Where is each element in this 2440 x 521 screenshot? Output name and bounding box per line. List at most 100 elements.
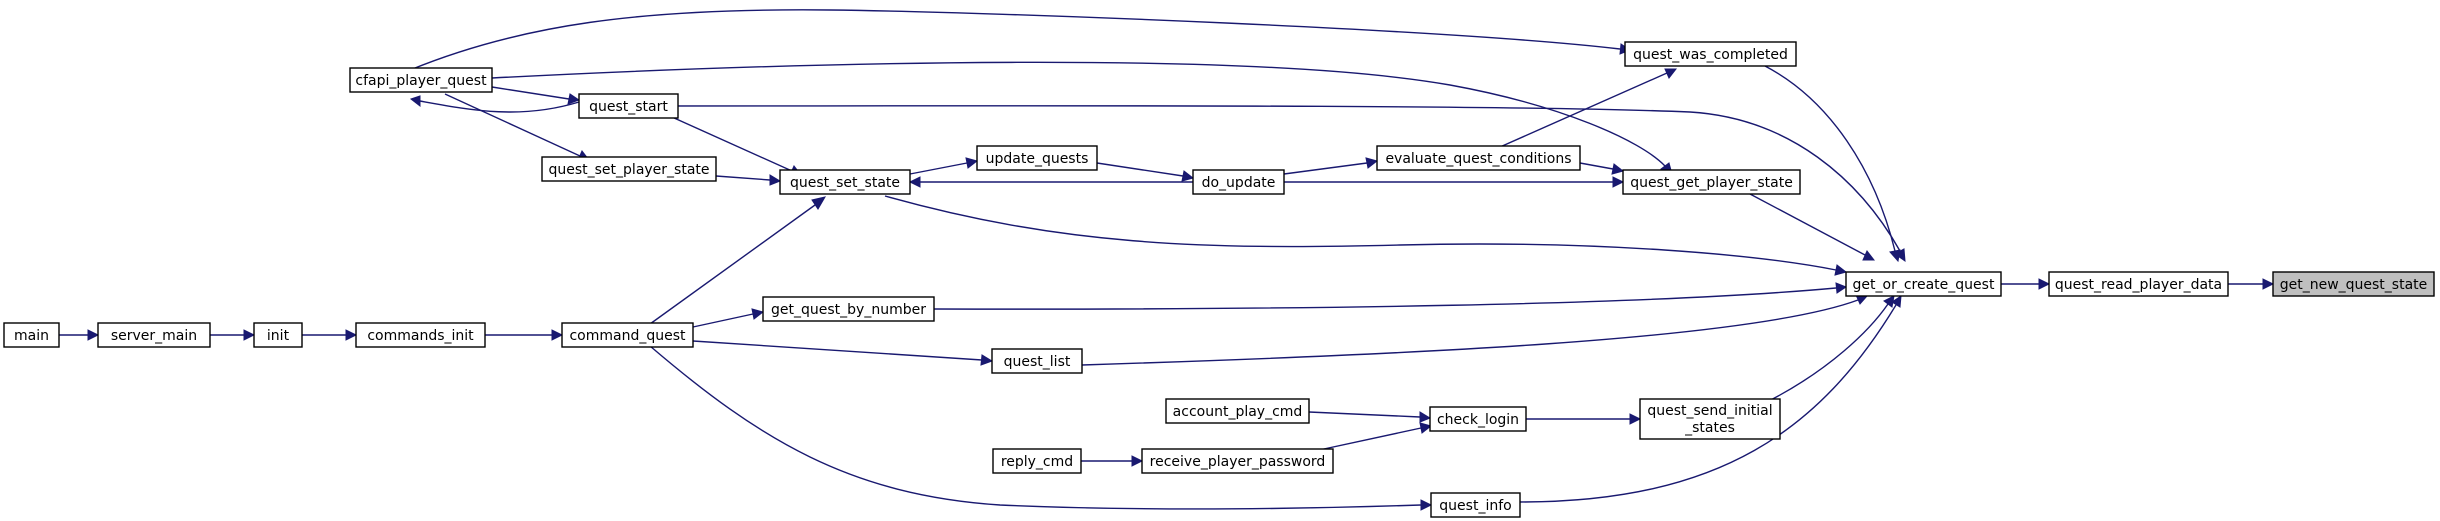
edge-cfapi-quest-get-player-state [491,61,1666,167]
edge-command-quest-get-quest-by-number [692,313,754,328]
node-label: main [14,328,49,344]
edge-cfapi-quest-start-arrow [567,93,581,105]
node-do-update[interactable]: do_update [1192,169,1285,195]
node-label: quest_read_player_data [2055,277,2222,293]
edge-quest-read-player-data-get-new-quest-state-arrow [2262,278,2275,290]
node-label: update_quests [986,151,1089,167]
edge-check-login-quest-send-initial-states-arrow [1629,413,1642,425]
edge-evaluate-quest-get-player-state [1579,162,1614,170]
node-check-login[interactable]: check_login [1429,406,1527,432]
node-get-new-quest-state[interactable]: get_new_quest_state [2272,271,2435,297]
node-label: get_or_create_quest [1853,277,1995,293]
node-commands-init[interactable]: commands_init [355,322,486,348]
node-label: quest_get_player_state [1630,175,1793,191]
node-receive-player-password[interactable]: receive_player_password [1141,448,1334,474]
node-quest-info[interactable]: quest_info [1430,492,1521,518]
edge-command-quest-quest-info [649,345,1422,510]
edge-quest-get-player-state-get-or-create-arrow [1862,250,1876,261]
edge-main-server-main-arrow [87,329,100,341]
node-get-or-create-quest[interactable]: get_or_create_quest [1845,271,2002,297]
node-quest-read-player-data[interactable]: quest_read_player_data [2048,271,2229,297]
node-label: quest_was_completed [1633,47,1788,63]
edge-evaluate-quest-was-completed [1499,72,1668,148]
node-cfapi-player-quest[interactable]: cfapi_player_quest [349,67,493,93]
node-quest-get-player-state[interactable]: quest_get_player_state [1622,169,1801,195]
edge-server-main-init-arrow [243,329,256,341]
edge-quest-list-get-or-create [1081,299,1859,366]
edge-quest-get-player-state-get-or-create [1749,193,1866,256]
node-label: commands_init [367,328,474,344]
node-label: quest_list [1004,354,1071,370]
node-update-quests[interactable]: update_quests [976,145,1098,171]
node-label: quest_info [1439,498,1511,514]
edge-quest-start-cfapi-arrow [409,95,421,108]
edge-quest-set-state-update-quests-arrow [965,157,979,169]
edge-quest-info-get-or-create [1519,304,1897,503]
edge-quest-start-get-or-create [633,105,1901,252]
edge-reply-cmd-receive-player-password-arrow [1131,455,1144,467]
node-label-line2: _states [1684,420,1735,436]
node-label: reply_cmd [1001,454,1073,470]
edge-command-quest-quest-list [692,340,983,361]
node-label: evaluate_quest_conditions [1385,151,1571,167]
edge-account-play-cmd-check-login-arrow [1419,411,1432,423]
node-label: cfapi_player_quest [355,73,487,89]
node-label: check_login [1437,412,1519,428]
edge-command-quest-get-quest-by-number-arrow [751,308,765,320]
edge-quest-set-player-state-quest-set-state [715,175,771,181]
node-main[interactable]: main [3,322,60,348]
node-evaluate-quest-conditions[interactable]: evaluate_quest_conditions [1376,145,1581,171]
edge-get-or-create-quest-read-player-data-arrow [2038,278,2051,290]
node-quest-send-initial-states[interactable]: quest_send_initial _states [1639,398,1781,440]
node-label: account_play_cmd [1173,404,1303,420]
edge-cfapi-quest-was-completed [409,9,1621,71]
edge-init-commands-init-arrow [345,329,358,341]
node-quest-set-player-state[interactable]: quest_set_player_state [541,156,717,182]
edge-quest-start-quest-set-state [662,112,793,172]
edge-quest-send-initial-states-get-or-create [1764,303,1889,404]
edge-get-quest-by-number-get-or-create-arrow [1835,282,1848,294]
edge-do-update-quest-get-player-state-arrow [1612,176,1625,188]
edges [59,9,2275,511]
edge-cfapi-quest-start [491,86,570,100]
edge-quest-set-state-get-or-create [884,195,1837,271]
edge-do-update-evaluate [1283,162,1368,175]
edge-commands-init-command-quest-arrow [551,329,564,341]
edge-quest-was-completed-get-or-create [1764,65,1896,252]
edge-receive-player-password-check-login [1309,427,1422,453]
edge-update-quests-do-update [1096,162,1184,177]
edge-command-quest-quest-list-arrow [980,354,994,366]
node-reply-cmd[interactable]: reply_cmd [992,448,1082,474]
node-init[interactable]: init [253,322,303,348]
node-get-quest-by-number[interactable]: get_quest_by_number [762,296,935,322]
edge-evaluate-quest-get-player-state-arrow [1611,163,1625,175]
edge-quest-set-state-update-quests [909,162,968,175]
node-server-main[interactable]: server_main [97,322,211,348]
node-quest-set-state[interactable]: quest_set_state [779,169,911,195]
node-label: init [267,328,290,344]
edge-account-play-cmd-check-login [1308,411,1421,418]
node-label: command_quest [569,328,686,344]
node-account-play-cmd[interactable]: account_play_cmd [1165,398,1310,424]
edge-quest-set-state-get-or-create-arrow [1834,264,1848,276]
node-label: server_main [111,328,197,344]
edge-evaluate-quest-was-completed-arrow [1664,68,1678,79]
edge-quest-was-completed-get-or-create-arrow [1889,249,1901,263]
edge-get-quest-by-number-get-or-create [933,287,1837,310]
edge-quest-start-cfapi [419,100,580,113]
node-label-line1: quest_send_initial [1647,403,1772,419]
node-command-quest[interactable]: command_quest [561,322,694,348]
edge-update-quests-do-update-arrow [1181,170,1195,182]
edge-quest-info-get-or-create-arrow [1891,295,1902,308]
node-quest-list[interactable]: quest_list [991,348,1083,374]
node-label: get_new_quest_state [2280,277,2428,293]
edge-do-update-quest-set-state-arrow [908,176,921,188]
edge-cfapi-quest-set-player-state [444,93,581,157]
node-quest-start[interactable]: quest_start [578,93,679,119]
node-quest-was-completed[interactable]: quest_was_completed [1624,41,1797,67]
edge-command-quest-quest-info-arrow [1420,499,1433,511]
edge-do-update-evaluate-arrow [1365,157,1379,169]
node-label: receive_player_password [1150,454,1326,470]
edge-command-quest-quest-set-state [649,204,816,325]
